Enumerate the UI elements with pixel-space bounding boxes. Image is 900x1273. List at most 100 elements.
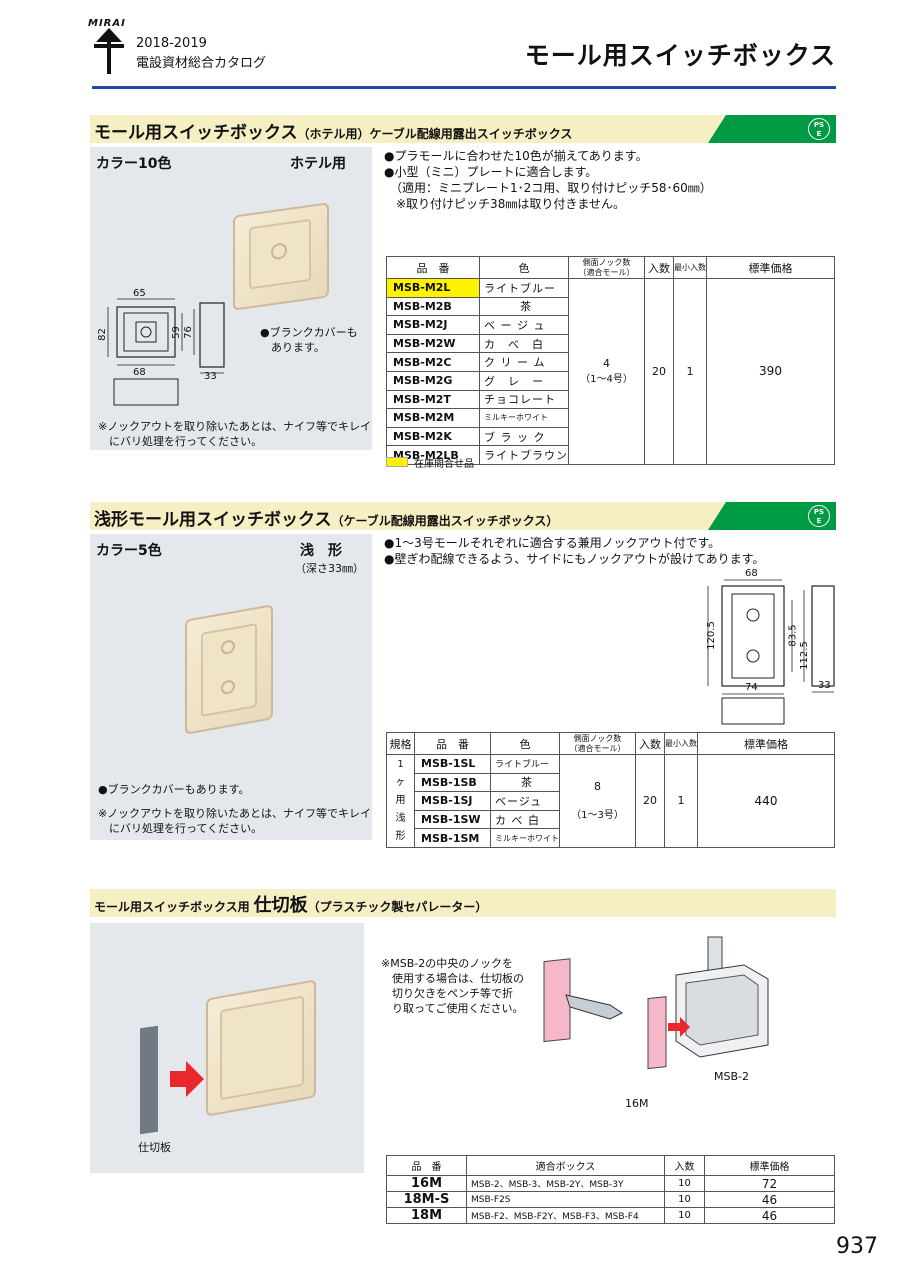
- col-min-qty: 最小入数: [673, 256, 707, 279]
- product-photo-msb-m2: [233, 202, 329, 311]
- col-part-number: 品 番: [386, 256, 480, 279]
- fig-label-16m: 16M: [625, 1097, 649, 1110]
- color-name: ベ ー ジ ュ: [479, 315, 569, 335]
- section3-title: モール用スイッチボックス用仕切板（プラスチック製セパレーター）: [94, 895, 488, 916]
- table-row: 18M-S MSB-F2S 10 46: [386, 1191, 835, 1208]
- section3-note: ※MSB-2の中央のノックを 使用する場合は、仕切板の 切り欠きをペンチ等で折 …: [381, 957, 524, 1015]
- mirai-logo-icon: [94, 28, 124, 74]
- part-number: MSB-M2M: [386, 408, 480, 428]
- catalog-year: 2018-2019: [136, 36, 207, 51]
- color-name: ミルキーホワイト: [479, 408, 569, 428]
- section1-product-table: 品 番 色 側面ノック数（適合モール） 入数 最小入数 標準価格 MSB-M2L…: [386, 256, 835, 465]
- min-qty-value: 1: [664, 754, 698, 848]
- compatible-box: MSB-2、MSB-3、MSB-2Y、MSB-3Y: [466, 1175, 665, 1192]
- knock-count: 4（1～4号）: [568, 278, 645, 465]
- page-number: 937: [836, 1234, 878, 1259]
- col-knock: 側面ノック数（適合モール）: [559, 732, 636, 755]
- color-name: ブ ラ ッ ク: [479, 426, 569, 447]
- part-number: MSB-1SJ: [414, 791, 491, 811]
- col-knock: 側面ノック数（適合モール）: [568, 256, 645, 279]
- section3-product-table: 品 番 適合ボックス 入数 標準価格 16M MSB-2、MSB-3、MSB-2…: [386, 1155, 835, 1224]
- dim-width-bottom: 68: [133, 367, 146, 378]
- col-part-number: 品 番: [414, 732, 491, 755]
- dim-depth: 33: [204, 371, 217, 382]
- part-number: MSB-M2C: [386, 352, 480, 372]
- qty-value: 10: [664, 1191, 705, 1208]
- brand-name: MIRAI: [88, 18, 126, 29]
- color-name: チョコレート: [479, 389, 569, 410]
- dimension-drawing-side: [199, 302, 225, 374]
- color-name: ライトブルー: [479, 278, 569, 298]
- header-rule: [92, 86, 836, 89]
- section1-photo-panel: カラー10色 ホテル用 65 82 59 76 68 33 ●ブランクカバーも …: [90, 147, 372, 450]
- separator-label: 仕切板: [138, 1141, 171, 1154]
- col-price: 標準価格: [697, 732, 835, 755]
- blank-cover-note: ●ブランクカバーもあります。: [98, 783, 250, 796]
- dim-inner-height-1: 59: [170, 326, 182, 339]
- compatible-box: MSB-F2、MSB-F2Y、MSB-F3、MSB-F4: [466, 1207, 665, 1224]
- dim-width-top: 65: [133, 288, 146, 299]
- price-value: 46: [704, 1191, 835, 1208]
- part-number: MSB-M2T: [386, 389, 480, 410]
- product-photo-msb-1s: [185, 604, 273, 735]
- part-number: MSB-1SW: [414, 809, 491, 830]
- table-row: 16M MSB-2、MSB-3、MSB-2Y、MSB-3Y 10 72: [386, 1175, 835, 1192]
- col-qty: 入数: [664, 1155, 705, 1176]
- section3-photo-panel: 仕切板: [90, 923, 364, 1173]
- section1-title: モール用スイッチボックス（ホテル用）ケーブル配線用露出スイッチボックス: [94, 123, 573, 143]
- part-number: MSB-M2G: [386, 370, 480, 391]
- part-number: MSB-M2B: [386, 296, 480, 317]
- arrow-right-icon: [170, 1061, 204, 1097]
- col-color: 色: [479, 256, 569, 279]
- color-name: ライトブラウン: [479, 445, 569, 465]
- color-name: 茶: [490, 772, 560, 793]
- price-value: 440: [697, 754, 835, 848]
- qty-value: 20: [635, 754, 665, 848]
- catalog-name: 電設資材総合カタログ: [136, 56, 267, 71]
- type-label: 浅 形: [300, 543, 342, 559]
- col-qty: 入数: [635, 732, 665, 755]
- part-number: MSB-1SM: [414, 828, 491, 848]
- section2-title: 浅形モール用スイッチボックス（ケーブル配線用露出スイッチボックス）: [94, 510, 559, 530]
- section2-photo-panel: カラー5色 浅 形 （深さ33㎜） ●ブランクカバーもあります。 ※ノックアウト…: [90, 534, 372, 840]
- section2-features: ●1～3号モールそれぞれに適合する兼用ノックアウト付です。 ●壁ぎわ配線できるよ…: [384, 536, 765, 566]
- price-value: 390: [706, 278, 835, 465]
- dim-width-top: 68: [745, 568, 758, 579]
- part-number: MSB-M2K: [386, 426, 480, 447]
- page-title: モール用スイッチボックス: [524, 41, 836, 70]
- col-spec: 規格: [386, 732, 415, 755]
- dimension-drawing-front: [107, 298, 195, 406]
- dim-depth: 33: [818, 680, 831, 691]
- knockout-note: ※ノックアウトを取り除いたあとは、ナイフ等でキレイ にバリ処理を行ってください。: [98, 807, 371, 835]
- min-qty-value: 1: [673, 278, 707, 465]
- dim-width-bottom: 74: [745, 682, 758, 693]
- dimension-drawing-msb-1s: [707, 579, 835, 725]
- part-number: MSB-M2W: [386, 333, 480, 354]
- col-qty: 入数: [644, 256, 674, 279]
- part-number: MSB-M2L: [386, 278, 480, 298]
- knock-count: 8（1～3号）: [559, 754, 636, 848]
- col-min-qty: 最小入数: [664, 732, 698, 755]
- part-number: MSB-M2LB: [386, 445, 480, 465]
- color-name: カ べ 白: [479, 333, 569, 354]
- color-name: ベージュ: [490, 791, 560, 811]
- qty-value: 20: [644, 278, 674, 465]
- type-label: ホテル用: [290, 156, 346, 172]
- qty-value: 10: [664, 1175, 705, 1192]
- blank-cover-note: ●ブランクカバーも あります。: [260, 326, 358, 354]
- product-photo-msb-2: [206, 979, 316, 1117]
